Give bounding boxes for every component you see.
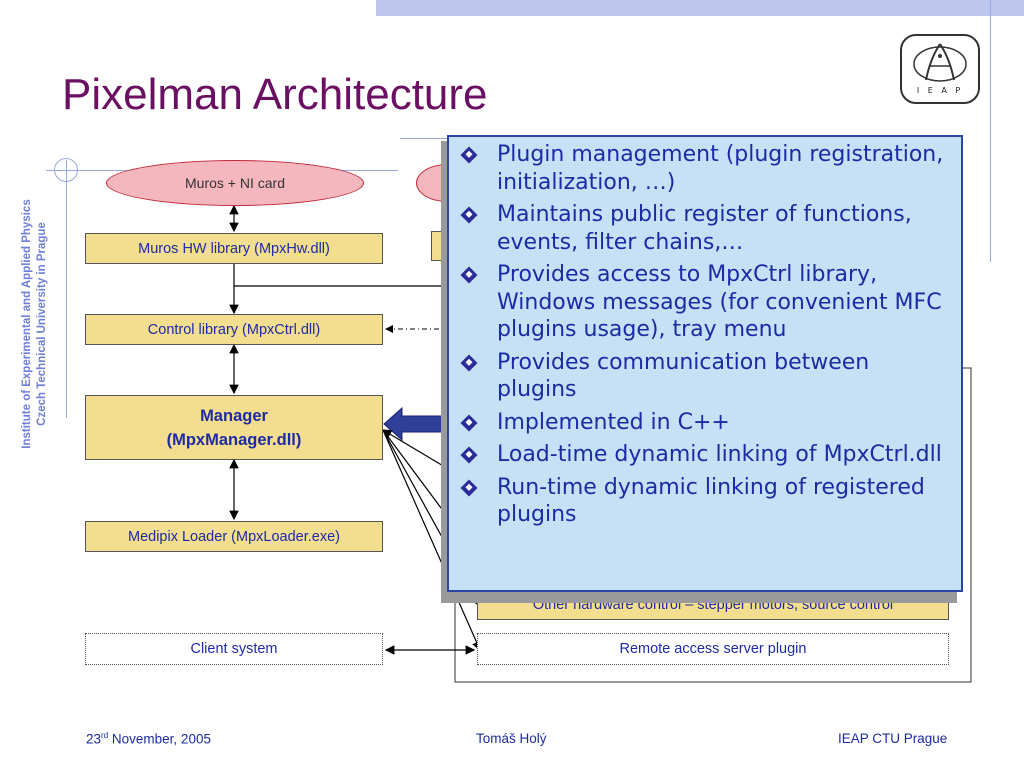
remote-access-server-plugin: Remote access server plugin [477, 633, 949, 665]
page-title: Pixelman Architecture [62, 70, 488, 119]
list-item-text: Plugin management (plugin registration, … [497, 142, 944, 195]
diamond-bullet-icon [460, 146, 478, 164]
footer-organization: IEAP CTU Prague [838, 731, 948, 746]
ieap-logo: I E A P [900, 34, 980, 104]
top-decor-band [376, 0, 1024, 16]
list-item: Plugin management (plugin registration, … [460, 141, 953, 196]
diamond-bullet-icon [460, 206, 478, 224]
logo-text: I E A P [916, 86, 964, 95]
footer-date-rest: November, 2005 [108, 731, 211, 747]
connector [382, 429, 451, 521]
decor-circle [54, 158, 78, 182]
list-item-text: Maintains public register of functions, … [497, 202, 912, 255]
feature-list: Plugin management (plugin registration, … [460, 141, 953, 529]
diamond-bullet-icon [460, 446, 478, 464]
diamond-bullet-icon [460, 479, 478, 496]
muros-hw-library: Muros HW library (MpxHw.dll) [85, 233, 383, 264]
diamond-bullet-icon [460, 354, 478, 371]
footer-date: 23rd November, 2005 [86, 731, 211, 747]
list-item: Run-time dynamic linking of registered p… [460, 474, 953, 529]
decor-line [66, 160, 67, 418]
list-item-text: Implemented in C++ [497, 409, 730, 435]
manager-box: Manager (MpxManager.dll) [85, 395, 383, 460]
footer-date-suffix: rd [101, 731, 109, 740]
footer-date-day: 23 [86, 731, 102, 747]
list-item-text: Provides communication between plugins [497, 349, 870, 403]
connector [382, 429, 482, 652]
decor-line [990, 0, 991, 262]
control-library: Control library (MpxCtrl.dll) [85, 314, 383, 345]
list-item-text: Provides access to MpxCtrl library, Wind… [497, 262, 942, 342]
list-item-text: Load-time dynamic linking of MpxCtrl.dll [497, 442, 942, 467]
client-system: Client system [85, 633, 383, 665]
manager-features-callout: Plugin management (plugin registration, … [447, 135, 963, 592]
connector [381, 429, 451, 471]
manager-title: Manager [200, 406, 268, 425]
medipix-loader: Medipix Loader (MpxLoader.exe) [85, 521, 383, 552]
list-item: Load-time dynamic linking of MpxCtrl.dll [460, 441, 953, 469]
diamond-bullet-icon [460, 266, 478, 284]
diamond-bullet-icon [460, 414, 478, 431]
logo-icon [913, 43, 967, 82]
manager-arrow [383, 406, 448, 442]
list-item-text: Run-time dynamic linking of registered p… [497, 474, 925, 528]
list-item: Maintains public register of functions, … [460, 201, 953, 256]
list-item: Implemented in C++ [460, 409, 953, 437]
footer-author: Tomáš Holý [476, 731, 547, 746]
list-item: Provides access to MpxCtrl library, Wind… [460, 261, 953, 344]
muros-ni-card: Muros + NI card [106, 160, 364, 206]
list-item: Provides communication between plugins [460, 349, 953, 404]
manager-dll: (MpxManager.dll) [166, 430, 302, 449]
